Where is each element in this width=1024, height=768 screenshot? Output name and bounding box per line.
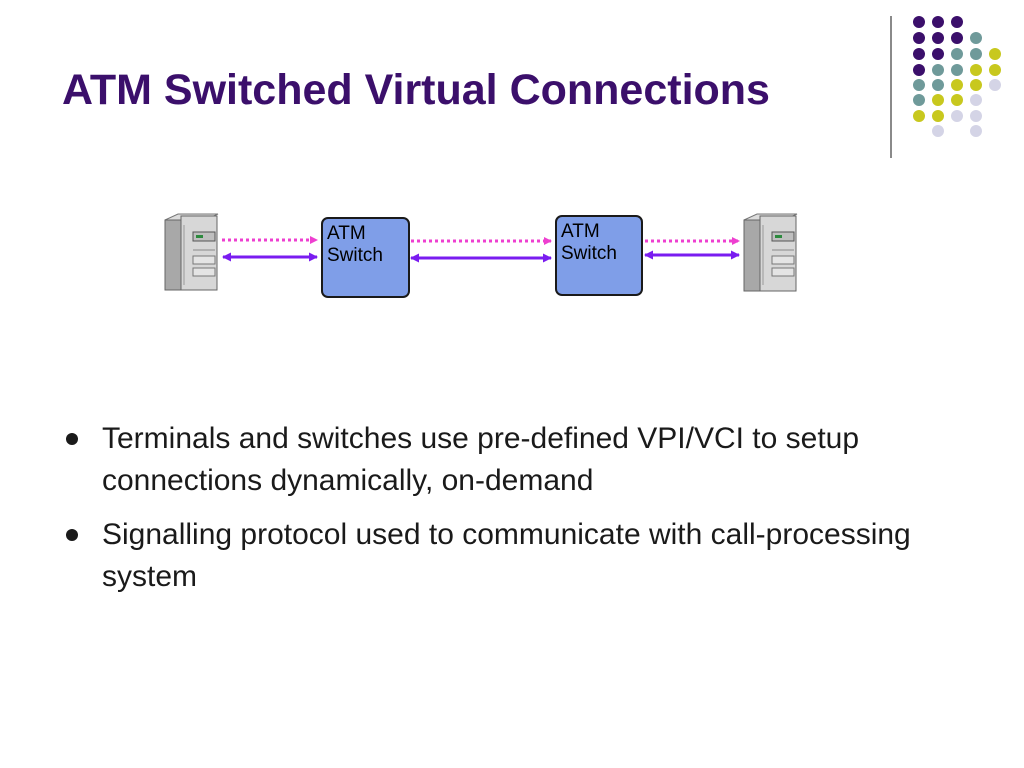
dot xyxy=(951,94,963,106)
dot xyxy=(932,79,944,91)
dot xyxy=(913,48,925,60)
bullet-list: Terminals and switches use pre-defined V… xyxy=(62,418,962,610)
dot xyxy=(970,48,982,60)
bullet-text: Signalling protocol used to communicate … xyxy=(102,518,911,593)
dot xyxy=(970,64,982,76)
atm-switch-box: ATM Switch xyxy=(555,215,643,296)
dot xyxy=(989,64,1001,76)
dot xyxy=(913,79,925,91)
bullet-item: Terminals and switches use pre-defined V… xyxy=(62,418,962,502)
dot xyxy=(989,48,1001,60)
dot xyxy=(970,110,982,122)
dot xyxy=(970,79,982,91)
dot xyxy=(913,110,925,122)
dot xyxy=(913,94,925,106)
dot xyxy=(970,125,982,137)
dot xyxy=(932,94,944,106)
dot xyxy=(932,110,944,122)
switch-label-line2: Switch xyxy=(327,245,383,266)
bullet-item: Signalling protocol used to communicate … xyxy=(62,514,962,598)
switch-label-line2: Switch xyxy=(561,243,617,264)
dot xyxy=(951,64,963,76)
terminal-server-icon xyxy=(164,213,219,291)
dot xyxy=(951,16,963,28)
dot xyxy=(970,32,982,44)
dot xyxy=(989,79,1001,91)
atm-switch-box: ATM Switch xyxy=(321,217,410,298)
terminal-server-icon xyxy=(743,213,798,292)
decorative-dot-grid xyxy=(913,16,1001,137)
title-divider xyxy=(890,16,892,158)
dot xyxy=(951,48,963,60)
bullet-icon xyxy=(66,433,78,445)
dot xyxy=(913,32,925,44)
dot xyxy=(932,125,944,137)
switch-label-line1: ATM xyxy=(327,223,366,244)
dot xyxy=(932,32,944,44)
dot xyxy=(951,79,963,91)
bullet-icon xyxy=(66,529,78,541)
dot xyxy=(913,64,925,76)
dot xyxy=(932,48,944,60)
dot xyxy=(932,16,944,28)
dot xyxy=(970,94,982,106)
network-diagram xyxy=(164,213,798,292)
dot xyxy=(951,110,963,122)
dot xyxy=(913,16,925,28)
dot xyxy=(932,64,944,76)
slide-title: ATM Switched Virtual Connections xyxy=(62,66,770,114)
dot xyxy=(951,32,963,44)
bullet-text: Terminals and switches use pre-defined V… xyxy=(102,422,860,497)
switch-label-line1: ATM xyxy=(561,221,600,242)
